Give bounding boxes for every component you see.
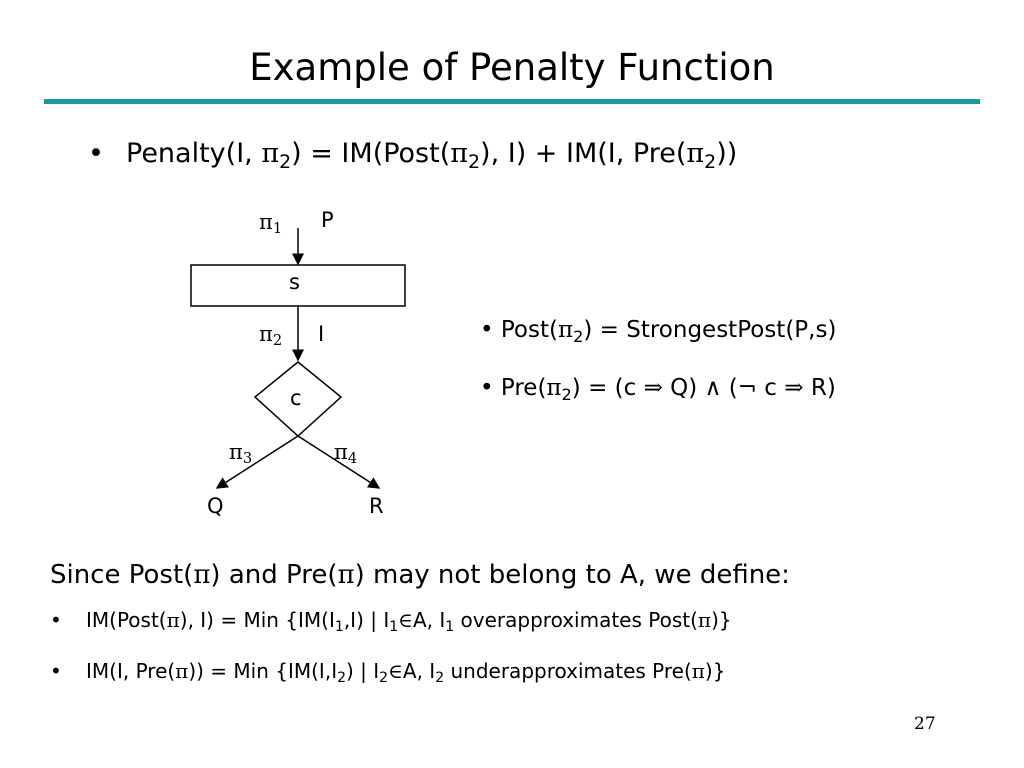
bullet-marker: • bbox=[50, 659, 62, 683]
pi-symbol: π bbox=[557, 317, 574, 343]
p-label: P bbox=[321, 208, 334, 232]
bullet-marker: • bbox=[88, 138, 104, 169]
pi-symbol: π bbox=[261, 138, 280, 169]
im-pre-definition: •IM(I, Pre(π)) = Min {IM(I,I2) | I2∈A, I… bbox=[50, 659, 726, 687]
pi2-label: π2 bbox=[259, 322, 283, 350]
pi-symbol: π bbox=[166, 608, 180, 632]
statement-label: s bbox=[289, 270, 300, 294]
pi-symbol: π bbox=[337, 560, 355, 590]
i-label: I bbox=[318, 322, 325, 346]
pi-symbol: π bbox=[697, 608, 712, 632]
condition-label: c bbox=[290, 386, 302, 410]
title-rule bbox=[44, 99, 980, 104]
pi-symbol: π bbox=[546, 375, 562, 401]
edge-pi3 bbox=[215, 435, 299, 489]
bullet-marker: • bbox=[50, 608, 62, 632]
pi-symbol: π bbox=[175, 659, 189, 683]
r-label: R bbox=[369, 494, 384, 518]
pi1-label: π1 bbox=[259, 210, 283, 238]
pi-symbol: π bbox=[193, 560, 211, 590]
post-definition: • Post(π2) = StrongestPost(P,s) bbox=[480, 317, 837, 346]
pre-definition: • Pre(π2) = (c ⇒ Q) ∧ (¬ c ⇒ R) bbox=[480, 375, 836, 404]
q-label: Q bbox=[207, 494, 224, 518]
statement-box bbox=[190, 264, 406, 307]
edge-pi4 bbox=[297, 435, 381, 489]
pi-symbol: π bbox=[691, 659, 705, 683]
penalty-bullet: •Penalty(I, π2) = IM(Post(π2), I) + IM(I… bbox=[88, 138, 738, 173]
pi-symbol: π bbox=[450, 138, 468, 169]
im-post-definition: •IM(Post(π), I) = Min {IM(I1,I) | I1∈A, … bbox=[50, 608, 732, 636]
since-statement: Since Post(π) and Pre(π) may not belong … bbox=[50, 560, 790, 590]
pi3-label: π3 bbox=[229, 440, 253, 468]
pi4-label: π4 bbox=[334, 440, 358, 468]
page-number: 27 bbox=[914, 714, 936, 734]
slide-title: Example of Penalty Function bbox=[249, 46, 775, 89]
pi-symbol: π bbox=[686, 138, 705, 169]
